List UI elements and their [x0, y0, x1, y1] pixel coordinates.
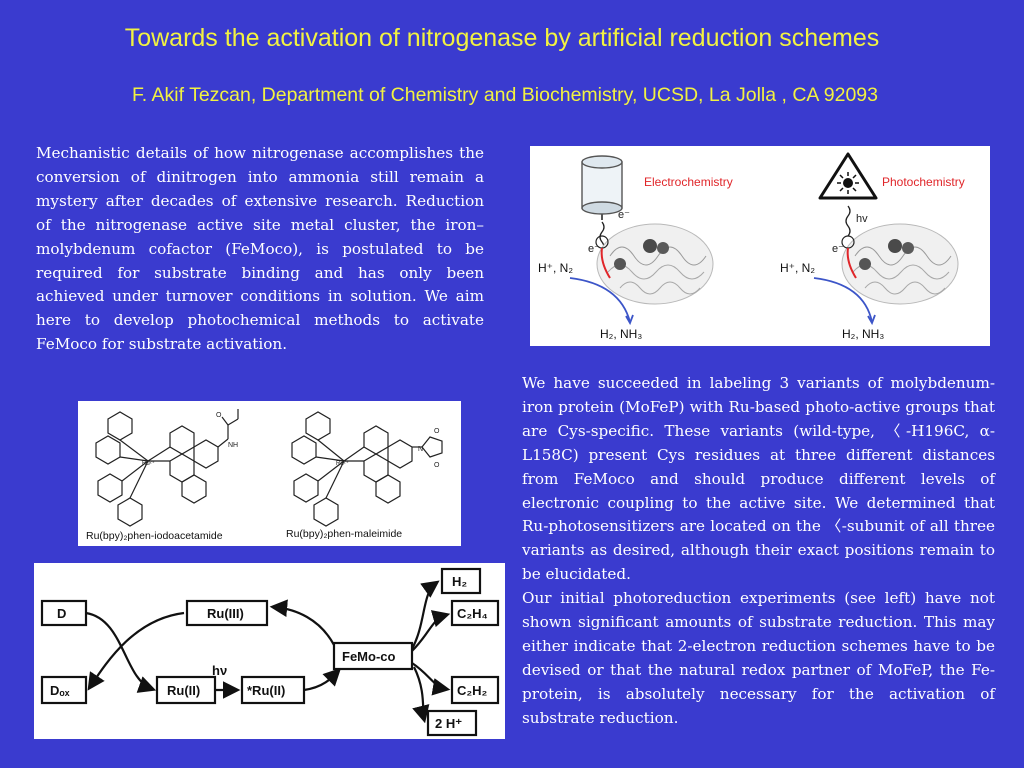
photoreduction-figure: Electrochemistry e⁻ e⁻ H⁺, N₂ H₂, NH₃	[530, 146, 990, 346]
two-h-box	[426, 709, 478, 737]
reactants-label-right: H⁺, N₂	[780, 261, 815, 275]
ru2-excited-label: *Ru(II)	[247, 683, 285, 698]
ru3-box	[185, 599, 269, 627]
hv-scheme-label: hν	[212, 663, 227, 678]
ru-complex-svg: Ru²⁺ NH O Ru(bpy)₂phen-iodoacetamide Ru²…	[86, 409, 443, 542]
reduction-scheme: D Ru(III) Dₒₓ Ru(II) *Ru(II) hν FeMo-co …	[34, 563, 505, 739]
ru-maleimide-structure	[291, 411, 443, 527]
o-label-right-top: O	[434, 428, 440, 435]
c2h4-label: C₂H₄	[457, 606, 488, 621]
o-label-right-bottom: O	[434, 462, 440, 469]
protein-structure-right	[841, 223, 959, 305]
ru3-label: Ru(III)	[207, 606, 244, 621]
electrochemistry-label: Electrochemistry	[644, 175, 733, 189]
reduction-scheme-svg: D Ru(III) Dₒₓ Ru(II) *Ru(II) hν FeMo-co …	[40, 567, 500, 737]
hv-label: hv	[856, 213, 868, 225]
poster-title: Towards the activation of nitrogenase by…	[124, 24, 880, 52]
arrow-ru2star-to-femoco	[303, 667, 342, 692]
nh-label: NH	[228, 442, 238, 449]
red-transfer-arrow-left	[600, 247, 611, 279]
o-label-left: O	[216, 412, 222, 419]
products-label-left: H₂, NH₃	[600, 327, 642, 341]
electrode-icon	[581, 155, 623, 220]
ru-complex-structures: Ru²⁺ NH O Ru(bpy)₂phen-iodoacetamide Ru²…	[78, 401, 461, 546]
femoco-box	[332, 641, 414, 671]
n-label: N	[418, 446, 423, 453]
blue-reaction-arrow-left	[569, 277, 631, 323]
donor-label: D	[57, 606, 66, 621]
results-text-1: We have succeeded in labeling 3 variants…	[522, 374, 995, 584]
intro-paragraph: Mechanistic details of how nitrogenase a…	[36, 144, 484, 354]
arrow-femoco-to-ru3	[269, 599, 335, 646]
results-paragraph: We have succeeded in labeling 3 variants…	[522, 372, 995, 731]
products-label-right: H₂, NH₃	[842, 327, 884, 341]
c2h4-box	[450, 599, 500, 627]
photon-path	[845, 205, 851, 237]
reactants-label-left: H⁺, N₂	[538, 261, 573, 275]
h2-label: H₂	[452, 574, 467, 589]
arrow-femoco-to-c2h2	[411, 662, 451, 696]
h2-box	[440, 567, 482, 595]
author-affiliation: F. Akif Tezcan, Department of Chemistry …	[131, 84, 879, 106]
photoreduction-figure-svg: Electrochemistry e⁻ e⁻ H⁺, N₂ H₂, NH₃	[538, 152, 965, 341]
photochemistry-label: Photochemistry	[882, 175, 965, 189]
donor-ox-box	[40, 675, 88, 705]
electron-label-left: e⁻	[588, 243, 600, 255]
arrow-d-to-ru2	[85, 611, 157, 693]
ru2-label: Ru(II)	[167, 683, 200, 698]
ru-label-left: Ru²⁺	[142, 460, 155, 467]
donor-ox-label: Dₒₓ	[50, 683, 70, 698]
maleimide-caption: Ru(bpy)₂phen-maleimide	[286, 528, 402, 540]
iodoacetamide-caption: Ru(bpy)₂phen-iodoacetamide	[86, 530, 223, 542]
red-transfer-arrow-right	[846, 247, 857, 279]
electron-label-right: e⁻	[832, 243, 844, 255]
blue-reaction-arrow-right	[813, 277, 873, 323]
c2h2-box	[450, 675, 500, 705]
results-text-2: Our initial photoreduction experiments (…	[522, 589, 995, 727]
femoco-label: FeMo-co	[342, 649, 396, 664]
arrow-femoco-to-h2	[411, 580, 440, 650]
arrow-femoco-to-c2h4	[411, 610, 451, 652]
two-h-label: 2 H⁺	[435, 716, 462, 731]
electron-label-top: e⁻	[618, 209, 630, 221]
arrow-femoco-to-2h	[412, 666, 430, 724]
c2h2-label: C₂H₂	[457, 683, 488, 698]
ru-iodoacetamide-structure	[95, 409, 239, 527]
ru-label-right: Ru²⁺	[336, 460, 349, 467]
protein-structure-left	[596, 223, 714, 305]
arrow-ru3-to-dox	[87, 611, 185, 691]
light-hazard-icon	[818, 152, 878, 200]
